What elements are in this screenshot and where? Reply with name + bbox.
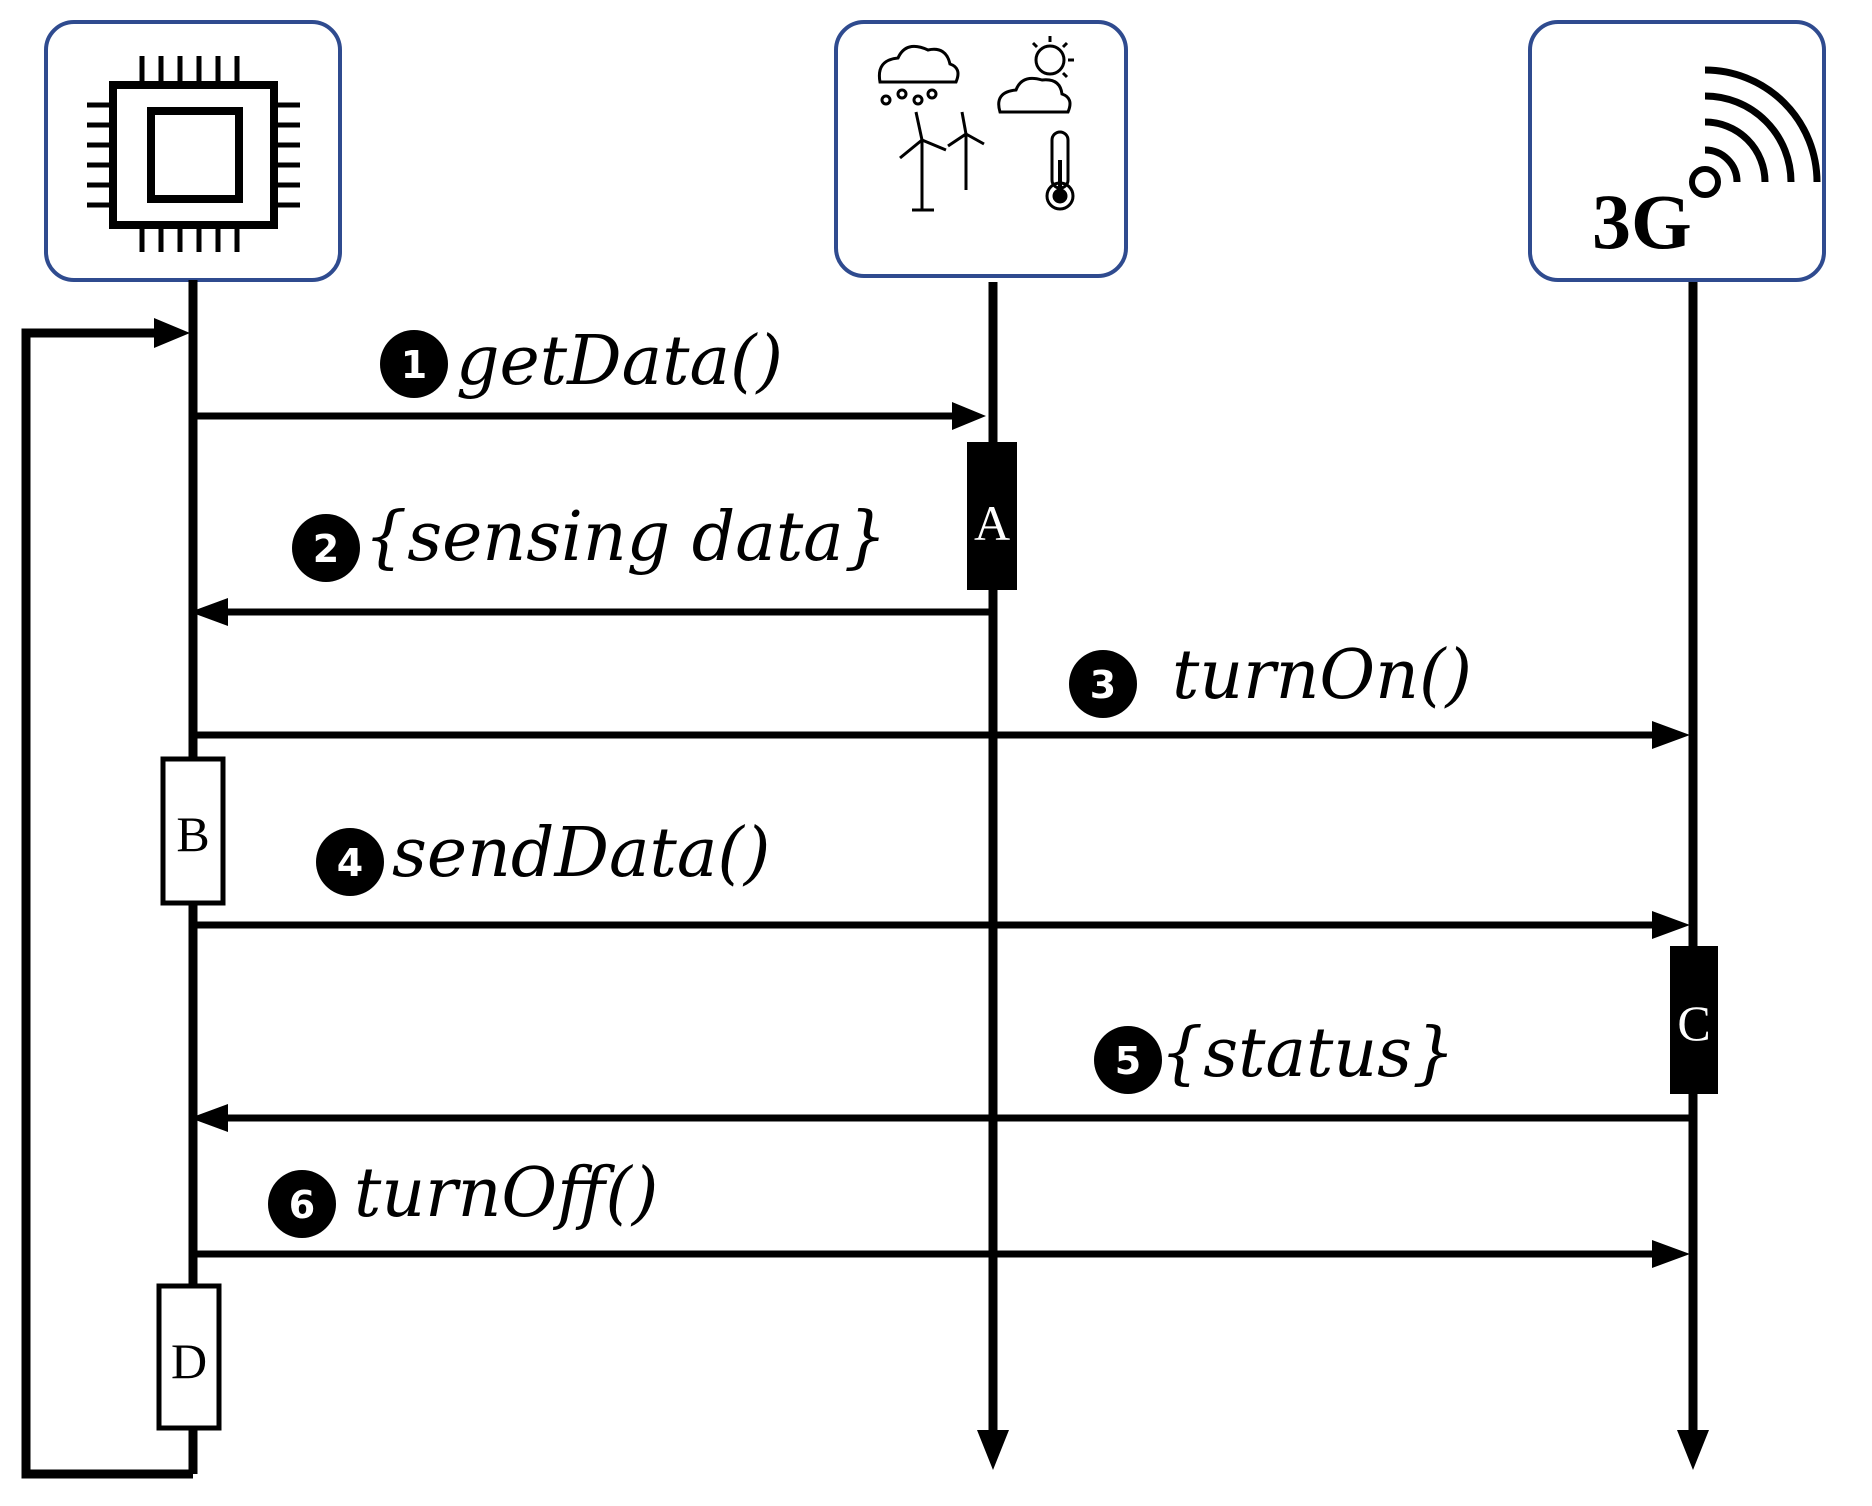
loop-back-arrow (21, 318, 193, 1479)
3g-label: 3G (1592, 178, 1692, 265)
message-number: 5 (1115, 1039, 1141, 1083)
lifeline-box-sensors (834, 20, 1128, 278)
message-badge (268, 1170, 336, 1238)
lifeline-modem-arrowhead (1677, 1430, 1709, 1470)
message-3: 3 turnOn() (193, 636, 1690, 749)
message-label: {status} (1160, 1014, 1455, 1093)
message-4: 4 sendData() (193, 814, 1690, 939)
message-5: 5 {status} (190, 1014, 1693, 1132)
message-1: 1 getData() (193, 322, 986, 430)
activation-label: B (176, 806, 209, 862)
message-2: 2 {sensing data} (190, 498, 993, 626)
message-label: {sensing data} (364, 498, 887, 577)
message-label: getData() (456, 322, 783, 401)
lifeline-sensors-arrowhead (977, 1430, 1009, 1470)
message-badge (292, 514, 360, 582)
lifeline-box-modem (1528, 20, 1826, 282)
3g-signal-icon: 3G (1592, 66, 1821, 265)
message-label: sendData() (392, 814, 770, 893)
activation-b: B (160, 756, 226, 906)
activation-d: D (156, 1283, 222, 1431)
message-badge (316, 828, 384, 896)
activation-label: A (974, 495, 1010, 551)
message-label: turnOff() (354, 1154, 658, 1233)
weather-sensors-icon (877, 36, 1075, 212)
lifeline-mcu (44, 20, 342, 282)
activation-label: C (1677, 995, 1710, 1051)
message-badge (1094, 1026, 1162, 1094)
microcontroller-chip-icon (87, 56, 300, 252)
activation-label: D (171, 1333, 207, 1389)
activation-c: C (1670, 946, 1718, 1094)
activation-a: A (967, 442, 1017, 590)
message-badge (1069, 650, 1137, 718)
lifeline-sensors (834, 20, 1128, 278)
message-badge (380, 330, 448, 398)
message-number: 2 (313, 527, 339, 571)
message-number: 1 (401, 343, 427, 387)
message-6: 6 turnOff() (193, 1154, 1690, 1268)
message-number: 6 (289, 1183, 315, 1227)
lifeline-modem: 3G (1528, 20, 1826, 282)
message-number: 4 (337, 841, 363, 885)
message-label: turnOn() (1172, 636, 1472, 715)
message-number: 3 (1090, 663, 1116, 707)
lifeline-box-mcu (44, 20, 342, 282)
